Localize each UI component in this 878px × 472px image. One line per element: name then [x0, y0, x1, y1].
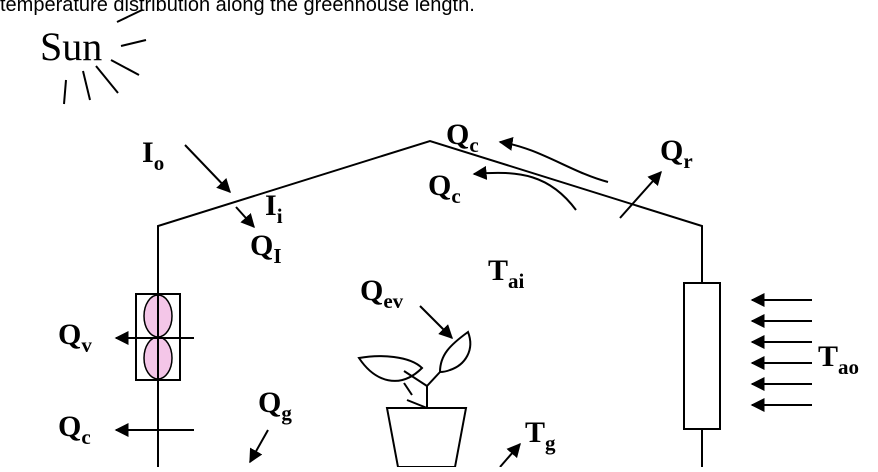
label-qr: Qr — [660, 134, 693, 173]
ground-temperature-arrow — [499, 442, 521, 468]
convection-curve-mid-arrow — [472, 165, 577, 211]
label-qc-left: Qc — [58, 410, 91, 449]
potted-plant-icon — [357, 330, 472, 468]
label-tai: Tai — [488, 254, 525, 293]
caption-text: temperature distribution along the green… — [0, 0, 475, 16]
label-ii: Ii — [265, 189, 283, 228]
radiation-loss-arrow — [619, 170, 662, 219]
label-qi: QI — [250, 229, 282, 268]
outside-air-arrows — [750, 293, 812, 412]
label-qv: Qv — [58, 318, 92, 357]
label-qg: Qg — [258, 386, 292, 425]
label-io: Io — [142, 136, 164, 175]
evaporation-arrow — [419, 305, 453, 339]
sun-label: Sun — [40, 24, 102, 69]
label-qc-top: Qc — [446, 118, 479, 157]
sun-rays-icon — [63, 9, 147, 105]
label-qc-mid: Qc — [428, 169, 461, 208]
convection-curve-top-arrow — [498, 136, 609, 183]
label-tg: Tg — [525, 416, 556, 455]
transmitted-radiation-arrow — [235, 206, 255, 229]
heater-panel — [683, 282, 721, 430]
label-tao: Tao — [818, 340, 859, 379]
ground-flux-arrow — [249, 429, 269, 464]
label-qev: Qev — [360, 274, 404, 313]
incident-radiation-arrow — [184, 144, 231, 194]
